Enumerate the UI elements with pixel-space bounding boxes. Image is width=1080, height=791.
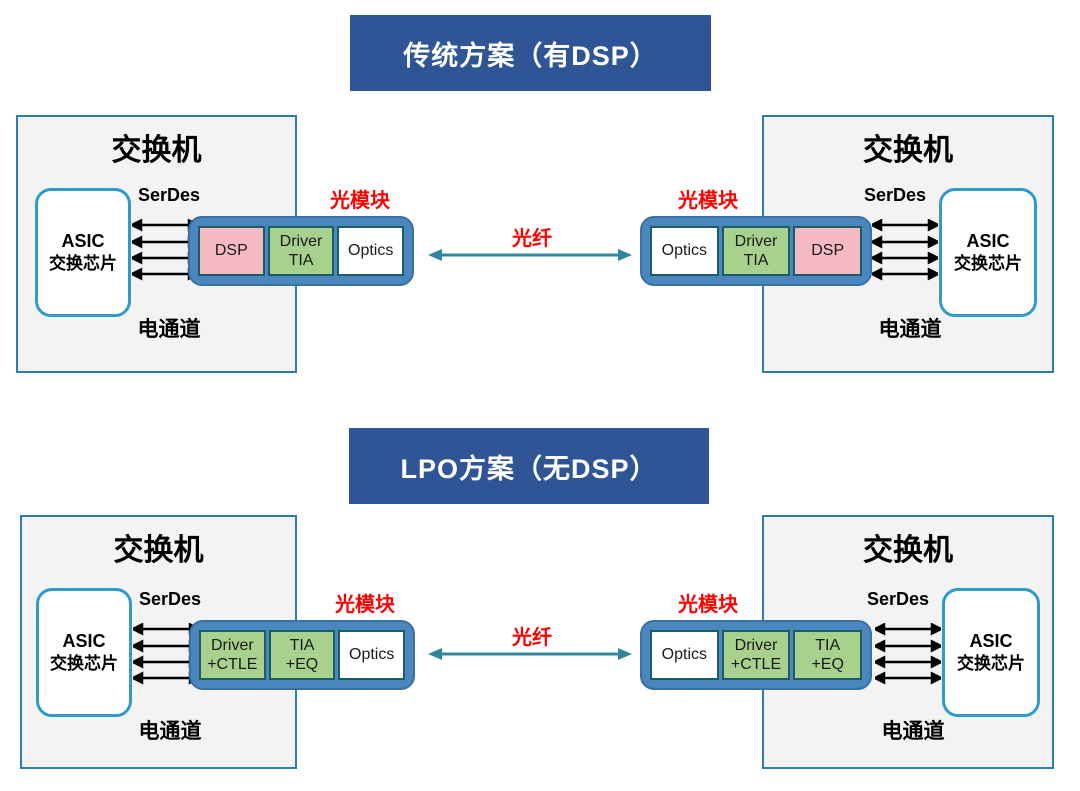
serdes-label: SerDes xyxy=(866,589,930,609)
serdes-label: SerDes xyxy=(137,185,201,205)
chip-label2: TIA xyxy=(288,252,314,269)
electrical-channel-label: 电通道 xyxy=(138,720,202,743)
chip-label2: TIA xyxy=(743,252,769,269)
fiber-arrow-icon xyxy=(428,648,632,660)
asic-chip-box: ASIC 交换芯片 xyxy=(942,588,1040,717)
asic-sublabel: 交换芯片 xyxy=(954,254,1022,274)
asic-chip-box: ASIC 交换芯片 xyxy=(939,188,1037,317)
chip-label: Optics xyxy=(661,646,707,664)
chip-label2: +EQ xyxy=(285,656,319,673)
module-chip: Optics xyxy=(337,226,405,276)
chip-label: DSP xyxy=(214,242,248,260)
asic-label: ASIC xyxy=(969,630,1013,651)
chip-label: Driver xyxy=(734,636,778,654)
asic-chip-box: ASIC 交换芯片 xyxy=(36,588,132,717)
chip-label: Driver xyxy=(211,636,254,654)
module-chip: Driver +CTLE xyxy=(199,630,266,680)
chip-label2: +EQ xyxy=(811,656,844,673)
module-chip: Driver +CTLE xyxy=(721,630,791,680)
serdes-arrows-icon xyxy=(875,623,941,685)
module-chip: Optics xyxy=(338,630,406,680)
module-chip: DSP xyxy=(793,226,863,276)
chip-label: Optics xyxy=(661,242,707,260)
module-chip: DSP xyxy=(198,226,265,276)
switch-title: 交换机 xyxy=(113,534,204,567)
module-chip: TIA +EQ xyxy=(268,630,336,680)
chip-label: Optics xyxy=(348,242,394,260)
asic-label: ASIC xyxy=(966,230,1010,251)
asic-sublabel: 交换芯片 xyxy=(957,654,1025,674)
optical-module-label: 光模块 xyxy=(678,190,738,212)
optical-module-top-right: Optics Driver TIA DSP xyxy=(640,216,872,286)
chip-label: Driver xyxy=(734,232,778,250)
chip-label: TIA xyxy=(815,636,841,654)
asic-sublabel: 交换芯片 xyxy=(50,654,118,674)
switch-title: 交换机 xyxy=(863,134,953,167)
chip-label: Optics xyxy=(349,646,395,664)
asic-sublabel: 交换芯片 xyxy=(49,254,117,274)
module-chip: TIA +EQ xyxy=(793,630,863,680)
switch-title: 交换机 xyxy=(863,534,953,567)
chip-label: Driver xyxy=(279,232,323,250)
chip-label: DSP xyxy=(811,242,845,260)
fiber-label: 光纤 xyxy=(512,627,552,649)
fiber-arrow-icon xyxy=(428,249,632,261)
optical-module-label: 光模块 xyxy=(678,594,738,616)
asic-chip-box: ASIC 交换芯片 xyxy=(35,188,131,317)
optical-module-label: 光模块 xyxy=(335,594,395,616)
switch-box-top-right: 交换机 ASIC 交换芯片 SerDes 电通道 xyxy=(762,115,1054,373)
module-chip: Optics xyxy=(650,630,719,680)
serdes-label: SerDes xyxy=(138,589,202,609)
chip-label2: +CTLE xyxy=(730,656,782,673)
chip-label: TIA xyxy=(289,636,315,654)
chip-label2: +CTLE xyxy=(207,656,258,673)
serdes-arrows-icon xyxy=(872,219,938,281)
electrical-channel-label: 电通道 xyxy=(137,318,201,341)
asic-label: ASIC xyxy=(62,630,106,651)
electrical-channel-label: 电通道 xyxy=(878,318,942,341)
fiber-label: 光纤 xyxy=(512,228,552,250)
optical-module-bottom-left: Driver +CTLE TIA +EQ Optics xyxy=(189,620,415,690)
switch-title: 交换机 xyxy=(111,134,202,167)
section-banner-lpo: LPO方案（无DSP） xyxy=(349,428,709,504)
module-chip: Driver TIA xyxy=(721,226,791,276)
module-chip: Driver TIA xyxy=(267,226,335,276)
section-banner-traditional: 传统方案（有DSP） xyxy=(350,15,711,91)
electrical-channel-label: 电通道 xyxy=(881,720,945,743)
asic-label: ASIC xyxy=(61,230,105,251)
optical-module-top-left: DSP Driver TIA Optics xyxy=(188,216,414,286)
optical-module-label: 光模块 xyxy=(330,190,390,212)
serdes-label: SerDes xyxy=(863,185,927,205)
optical-module-bottom-right: Optics Driver +CTLE TIA +EQ xyxy=(640,620,872,690)
module-chip: Optics xyxy=(650,226,719,276)
